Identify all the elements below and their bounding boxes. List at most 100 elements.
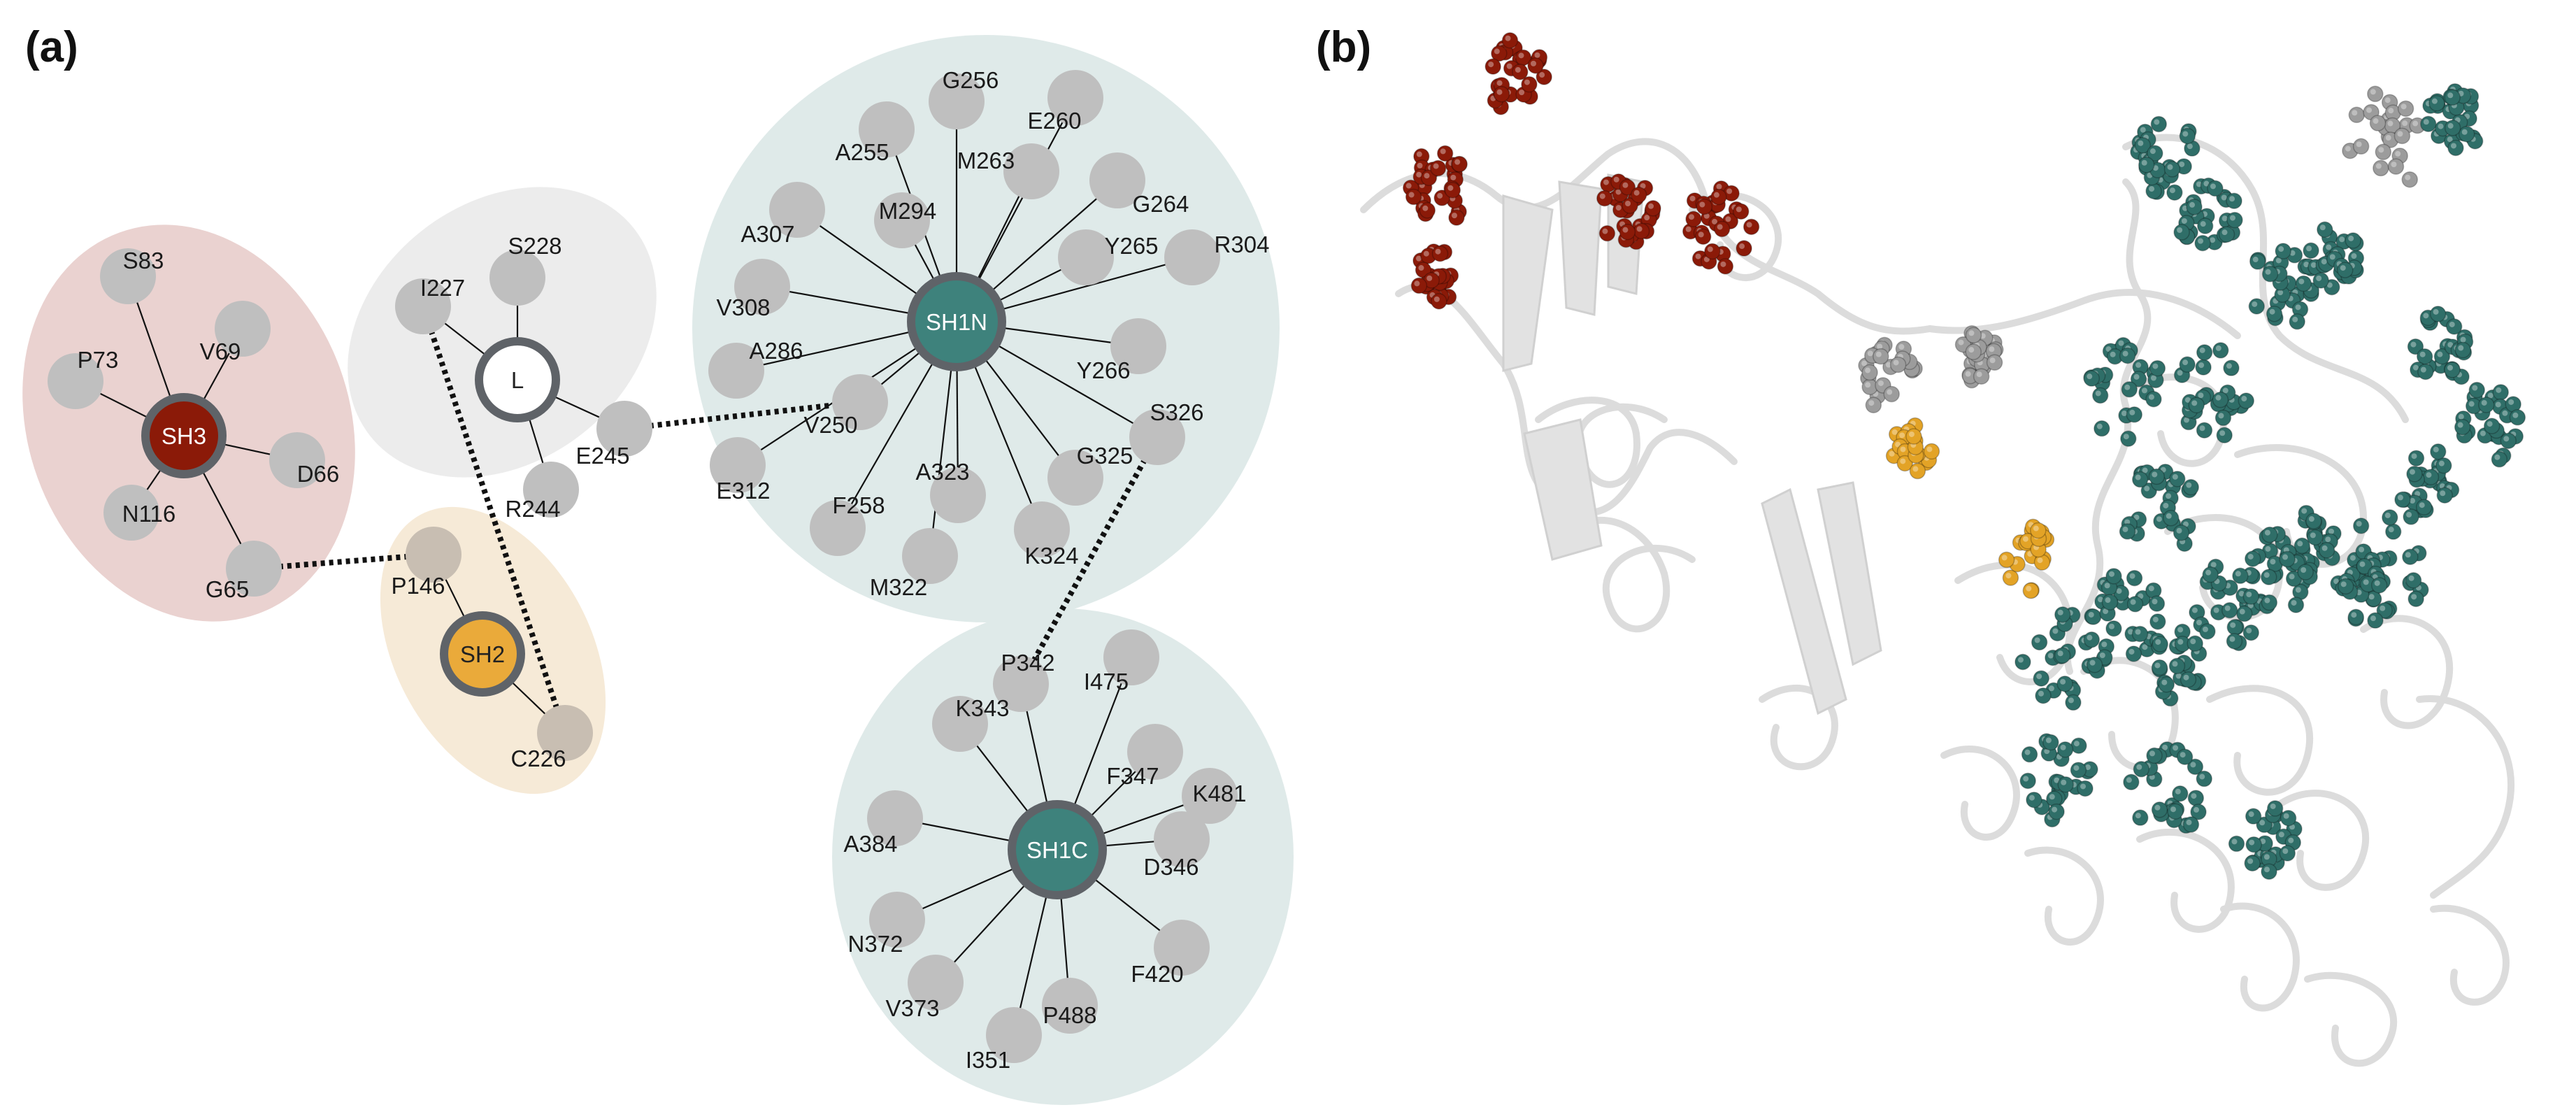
atom-highlight xyxy=(2044,748,2050,755)
atom-highlight xyxy=(2457,422,2463,428)
atom xyxy=(1448,209,1465,226)
beta-sheet xyxy=(1761,487,1847,715)
residue-label: A323 xyxy=(915,459,969,485)
atom-highlight xyxy=(1515,66,1521,73)
atom xyxy=(2444,120,2461,136)
atom-highlight xyxy=(2395,150,2401,157)
contact-edge xyxy=(624,399,861,432)
atom-highlight xyxy=(2263,854,2270,860)
atom xyxy=(2131,471,2149,488)
atom-highlight xyxy=(2410,341,2417,348)
atom xyxy=(2070,762,2087,778)
atom-highlight xyxy=(1717,224,1723,230)
atom xyxy=(1598,224,1616,242)
residue-node-V69 xyxy=(215,301,271,357)
atom-highlight xyxy=(2512,412,2519,418)
residue-label: I475 xyxy=(1084,669,1129,694)
residue-label: P342 xyxy=(1001,650,1054,676)
atom xyxy=(2216,427,2233,444)
atom xyxy=(2483,418,2500,434)
atom-highlight xyxy=(1415,255,1422,262)
atom-highlight xyxy=(2351,612,2357,618)
atom-highlight xyxy=(2154,119,2160,125)
atom xyxy=(2348,106,2366,124)
atom xyxy=(1704,243,1721,260)
atom-highlight xyxy=(2352,110,2358,116)
atom-highlight xyxy=(2198,362,2205,369)
atom xyxy=(1905,428,1922,445)
atom-highlight xyxy=(2378,147,2384,153)
atom-highlight xyxy=(2221,194,2227,201)
atom xyxy=(1873,348,1889,365)
atom-highlight xyxy=(2101,641,2108,648)
network-panel: (a) S83V69P73D66N116G65S228I227E245R244P… xyxy=(22,23,1294,1105)
atom xyxy=(2187,758,2204,776)
atom-highlight xyxy=(2348,235,2354,241)
atom xyxy=(2226,211,2243,229)
atom xyxy=(1431,245,1449,262)
cluster-sh3 xyxy=(1682,180,1760,275)
atom-highlight xyxy=(2141,159,2147,166)
atom xyxy=(2147,145,2163,162)
atom xyxy=(2436,487,2454,504)
atom xyxy=(2121,381,2138,398)
atom-highlight xyxy=(2289,824,2295,830)
atom xyxy=(2367,612,2384,629)
atom-highlight xyxy=(2439,483,2445,490)
atom-highlight xyxy=(2179,161,2185,167)
residue-label: N116 xyxy=(122,501,176,527)
residue-label: R244 xyxy=(506,496,561,522)
atom-highlight xyxy=(2196,181,2202,187)
atom-highlight xyxy=(2301,508,2307,514)
atom xyxy=(2190,804,2207,820)
atom-highlight xyxy=(2458,345,2464,351)
atom xyxy=(2415,499,2433,515)
atom-highlight xyxy=(2191,607,2198,613)
ribbon-segment xyxy=(2206,685,2314,796)
atom-highlight xyxy=(2229,196,2235,202)
atom-highlight xyxy=(1518,52,1524,59)
atom-highlight xyxy=(2384,512,2391,518)
atom-highlight xyxy=(2166,493,2172,499)
residue-label: I227 xyxy=(420,275,465,301)
atom-highlight xyxy=(2036,673,2042,680)
atom-highlight xyxy=(2356,520,2362,527)
atom xyxy=(1521,76,1538,93)
cluster-sh2 xyxy=(1885,417,1940,480)
atom-highlight xyxy=(1531,60,1537,66)
atom xyxy=(2179,356,2196,373)
atom-highlight xyxy=(2215,345,2221,351)
residue-node-R304 xyxy=(1164,229,1220,285)
atom-highlight xyxy=(2142,644,2148,650)
atom-highlight xyxy=(2045,737,2052,743)
atom-highlight xyxy=(2328,528,2335,534)
atom xyxy=(2446,318,2463,335)
atom xyxy=(2149,359,2166,377)
residue-label: M322 xyxy=(870,574,928,600)
atom xyxy=(2196,422,2213,439)
atom-highlight xyxy=(2052,628,2059,634)
ribbon-segment xyxy=(2220,902,2300,1012)
atom xyxy=(2232,567,2249,585)
atom-highlight xyxy=(2397,494,2403,501)
atom xyxy=(1889,356,1907,373)
atom-highlight xyxy=(2239,608,2245,615)
residue-label: D66 xyxy=(297,461,340,487)
atom xyxy=(2212,391,2229,408)
cluster-sh1 xyxy=(2119,463,2200,553)
atom xyxy=(2105,620,2122,637)
atom xyxy=(2084,608,2102,625)
atom-highlight xyxy=(2110,351,2116,357)
atom-highlight xyxy=(2297,541,2303,547)
atom xyxy=(2150,115,2168,133)
atom-highlight xyxy=(1695,253,1701,259)
residue-node-S83 xyxy=(100,248,156,304)
atom-highlight xyxy=(2292,316,2298,322)
residue-node-E312 xyxy=(710,437,766,493)
cluster-sh1 xyxy=(2454,381,2526,468)
atom-highlight xyxy=(2210,237,2216,243)
atom-highlight xyxy=(1519,90,1525,96)
atom-highlight xyxy=(2183,674,2189,680)
atom-highlight xyxy=(2326,282,2333,288)
atom-highlight xyxy=(2409,469,2415,475)
